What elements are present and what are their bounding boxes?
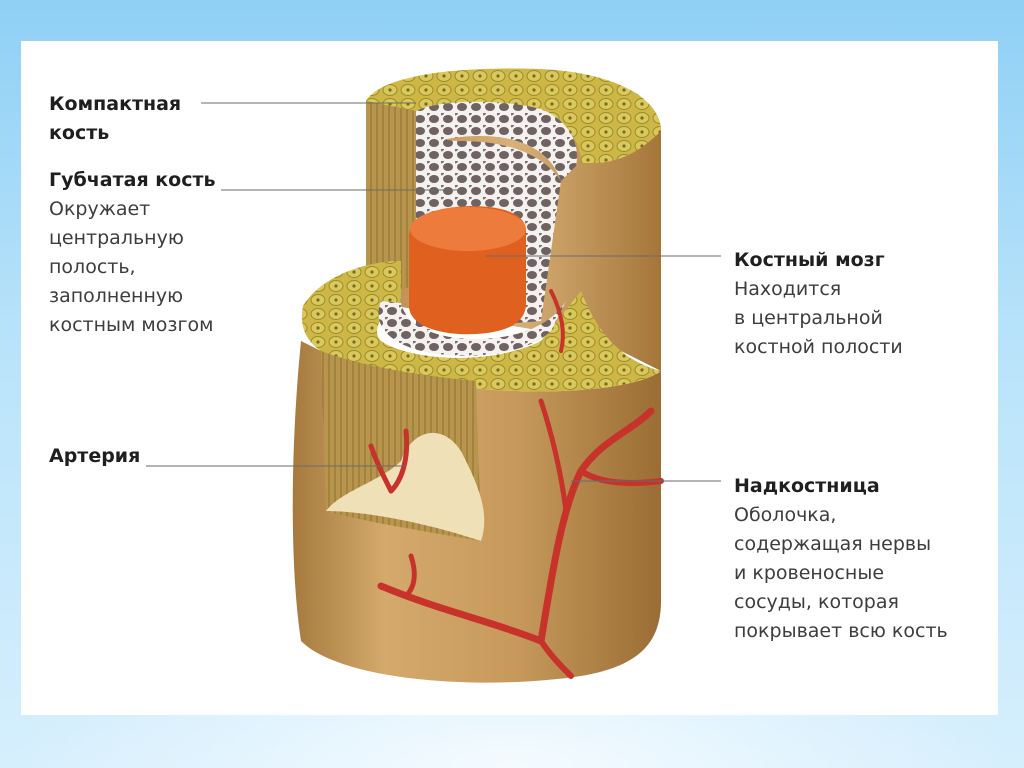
leader-lines xyxy=(146,102,721,482)
spongy-desc-line: костным мозгом xyxy=(49,314,214,336)
marrow-desc-line: костной полости xyxy=(734,336,903,358)
spongy-desc-line: полость, xyxy=(49,256,136,278)
spongy-interior xyxy=(326,432,485,541)
artery-title: Артерия xyxy=(49,445,141,467)
label-spongy-bone: Губчатая кость Окружает центральную поло… xyxy=(49,166,216,340)
label-periosteum: Надкостница Оболочка, содержащая нервы и… xyxy=(734,472,948,646)
cutaway-fibers-upper xyxy=(366,101,416,296)
label-compact-bone: Компактная кость xyxy=(49,90,181,148)
label-bone-marrow: Костный мозг Находится в центральной кос… xyxy=(734,246,903,362)
spongy-title: Губчатая кость xyxy=(49,169,216,191)
marrow-desc-line: Находится xyxy=(734,278,842,300)
periosteum-desc-line: Оболочка, xyxy=(734,504,837,526)
periosteum-desc-line: содержащая нервы xyxy=(734,533,932,555)
periosteum-title: Надкостница xyxy=(734,475,880,497)
spongy-bone-ring xyxy=(378,301,566,356)
slide-canvas: Компактная кость Губчатая кость Окружает… xyxy=(21,41,998,715)
compact-title-line2: кость xyxy=(49,122,110,144)
marrow-title: Костный мозг xyxy=(734,249,885,271)
label-artery: Артерия xyxy=(49,442,140,471)
periosteum-desc-line: и кровеносные xyxy=(734,562,885,584)
spongy-desc-line: заполненную xyxy=(49,285,184,307)
periosteum-desc-line: сосуды, которая xyxy=(734,591,899,613)
compact-bone-top xyxy=(366,68,661,163)
spongy-desc-line: центральную xyxy=(49,227,184,249)
marrow-top xyxy=(410,207,526,251)
spongy-desc-line: Окружает xyxy=(49,198,151,220)
spongy-bone-top xyxy=(416,101,577,181)
compact-bone-step xyxy=(301,261,661,392)
periosteum-arteries xyxy=(368,289,664,679)
marrow-desc-line: в центральной xyxy=(734,307,883,329)
bone-diagram xyxy=(146,68,721,683)
compact-title-line1: Компактная xyxy=(49,93,182,115)
periosteum-desc-line: покрывает всю кость xyxy=(734,620,948,642)
